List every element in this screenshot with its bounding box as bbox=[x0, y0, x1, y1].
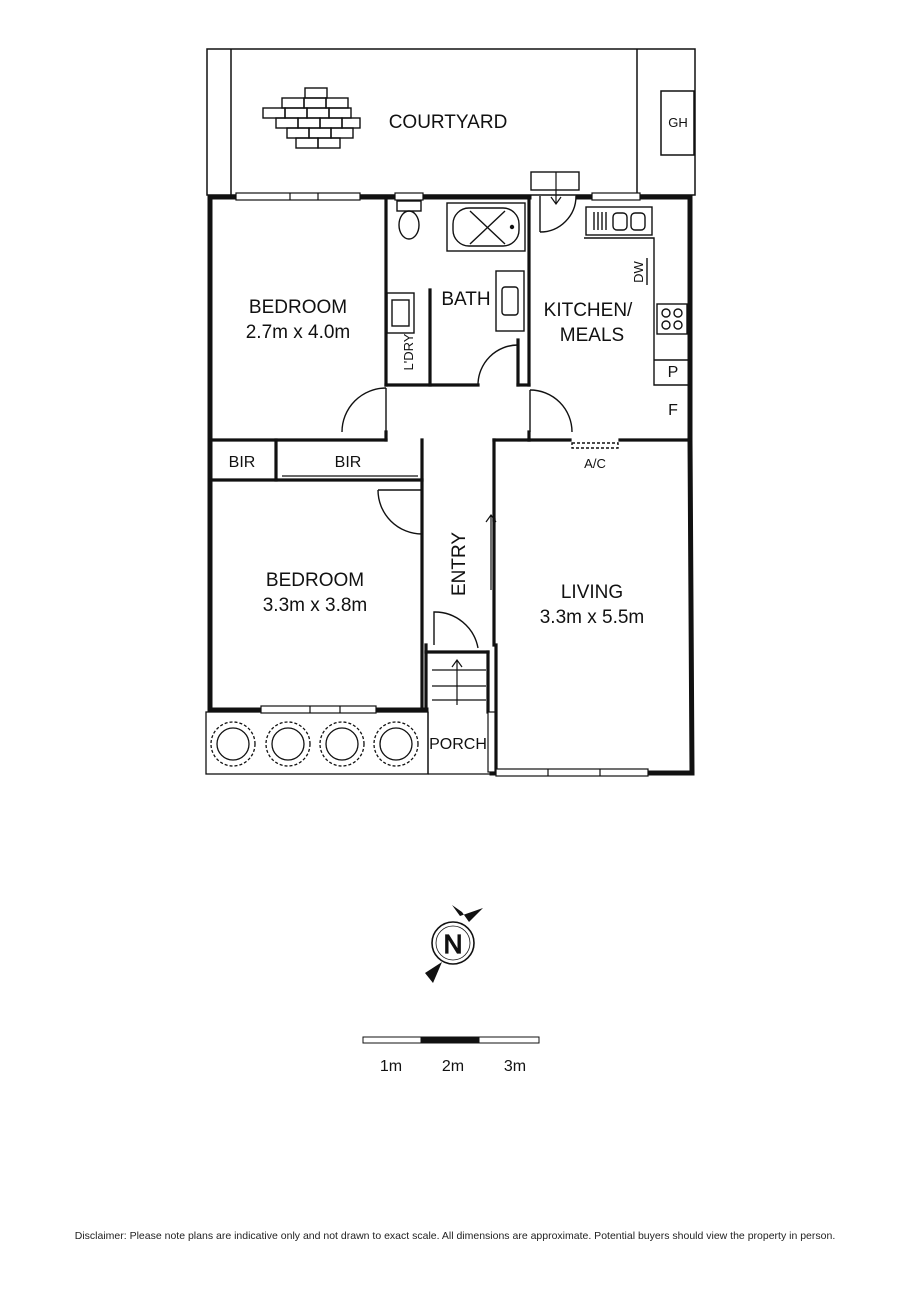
entry-label: ENTRY bbox=[449, 532, 470, 596]
arrows bbox=[451, 172, 562, 705]
bath-label: BATH bbox=[441, 289, 490, 310]
shrub-icon bbox=[210, 721, 256, 767]
shrubs bbox=[210, 721, 419, 767]
bedroom1-size: 2.7m x 4.0m bbox=[246, 322, 351, 343]
compass-tail-icon bbox=[425, 962, 442, 983]
shower-icon bbox=[446, 202, 526, 252]
ac-label: A/C bbox=[584, 456, 606, 471]
windows bbox=[235, 192, 649, 777]
scale-label-1m: 1m bbox=[380, 1058, 402, 1075]
scale-label-2m: 2m bbox=[442, 1058, 464, 1075]
cooktop-icon bbox=[656, 303, 688, 335]
bir-small-label: BIR bbox=[229, 454, 256, 471]
shrub-icon bbox=[265, 721, 311, 767]
meals-label: MEALS bbox=[560, 325, 624, 346]
disclaimer-text: Disclaimer: Please note plans are indica… bbox=[74, 1230, 836, 1242]
compass-n-label: N bbox=[444, 929, 463, 959]
compass-arrow-icon bbox=[452, 905, 483, 922]
bedroom1-label: BEDROOM bbox=[249, 297, 347, 318]
gh-label: GH bbox=[668, 115, 688, 130]
bir-large-label: BIR bbox=[335, 454, 362, 471]
window-mullions bbox=[289, 193, 601, 776]
pantry-label: P bbox=[668, 364, 679, 381]
north-compass: N bbox=[425, 905, 483, 983]
doors bbox=[341, 171, 580, 649]
vanity-icon bbox=[495, 270, 525, 332]
bedroom2-size: 3.3m x 3.8m bbox=[263, 595, 368, 616]
living-size: 3.3m x 5.5m bbox=[540, 607, 645, 628]
laundry-tub-icon bbox=[386, 292, 415, 334]
laundry-label: L'DRY bbox=[401, 333, 416, 370]
ac-unit-icon bbox=[571, 442, 619, 449]
kitchen-bench bbox=[584, 237, 690, 386]
fridge-label: F bbox=[668, 402, 678, 419]
courtyard-label: COURTYARD bbox=[389, 112, 508, 133]
kitchen-label: KITCHEN/ bbox=[544, 300, 633, 321]
bedroom2-label: BEDROOM bbox=[266, 570, 364, 591]
dishwasher-label: DW bbox=[631, 260, 646, 282]
scale-label-3m: 3m bbox=[504, 1058, 526, 1075]
compass-ring bbox=[431, 921, 475, 965]
interior-walls bbox=[208, 195, 692, 775]
shrub-icon bbox=[373, 721, 419, 767]
living-label: LIVING bbox=[561, 582, 623, 603]
porch-label: PORCH bbox=[429, 736, 487, 753]
paving-icon bbox=[262, 87, 361, 149]
toilet-icon bbox=[396, 200, 422, 240]
scale-bar bbox=[362, 1036, 540, 1044]
kitchen-sink-icon bbox=[585, 206, 653, 236]
exterior-walls bbox=[207, 194, 695, 776]
shrub-icon bbox=[319, 721, 365, 767]
